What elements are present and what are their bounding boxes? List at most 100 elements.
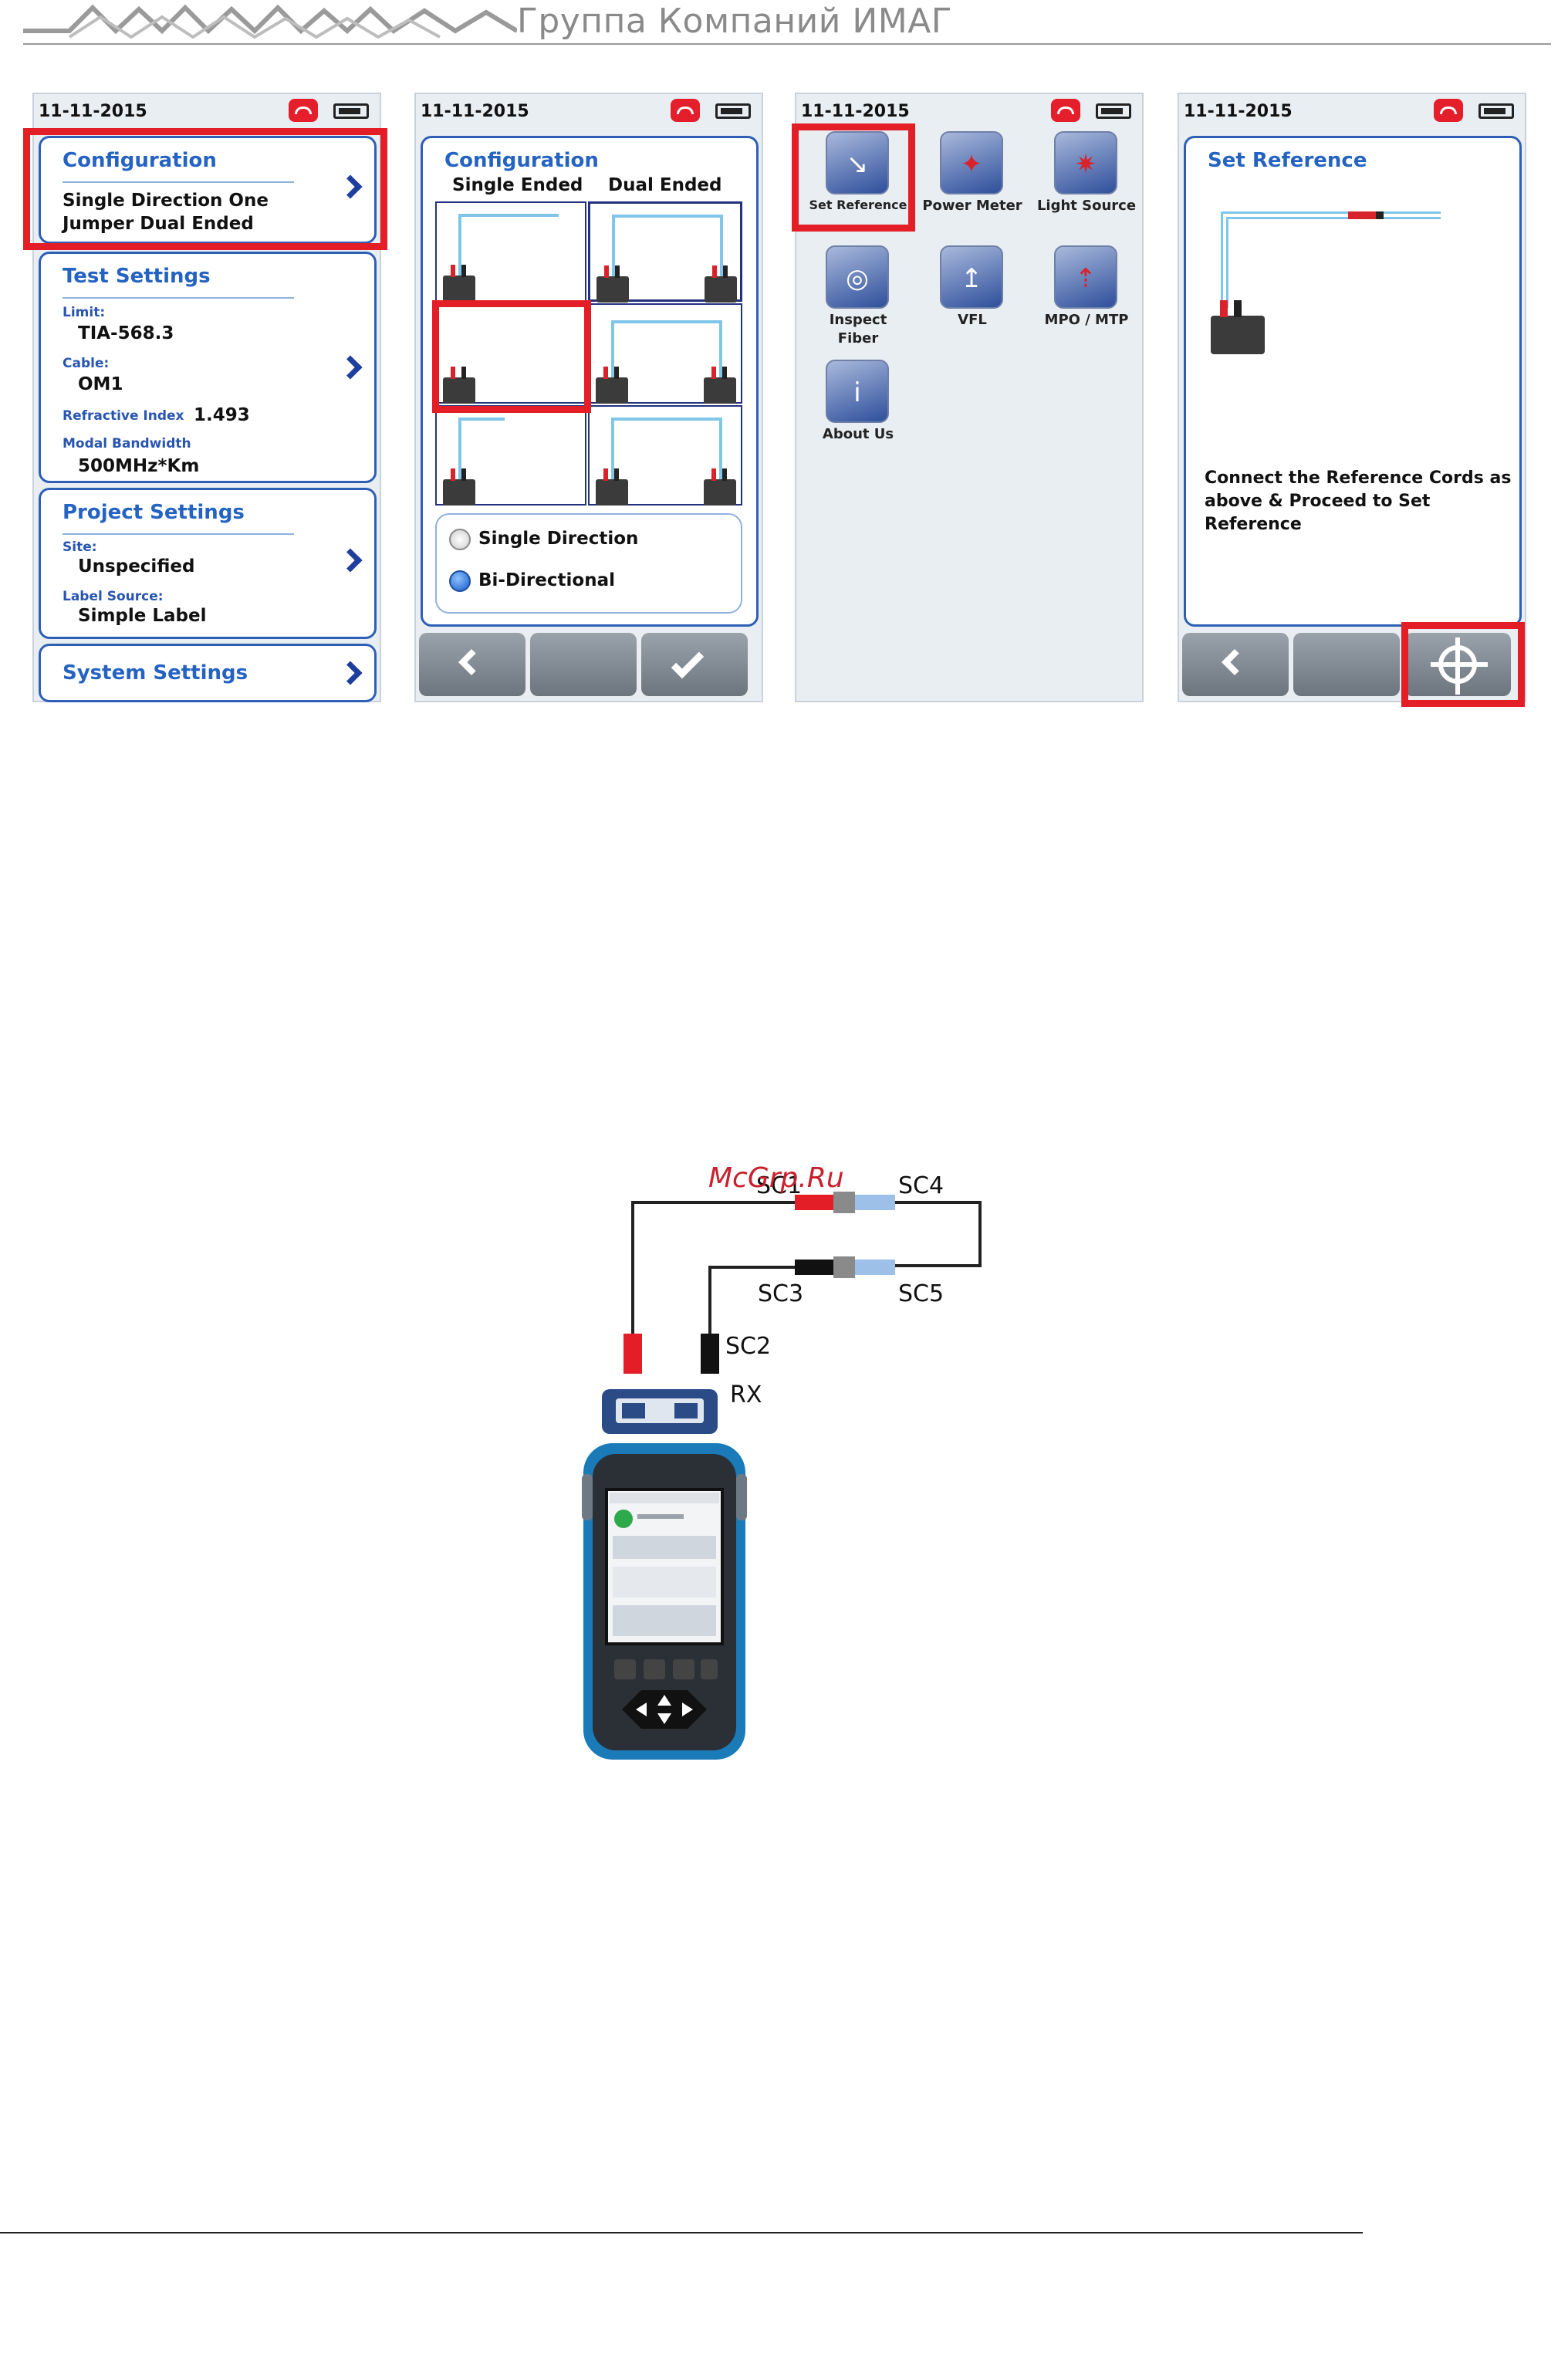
light-source-label: Light Source: [1036, 198, 1137, 214]
status-bar: 11-11-2015: [34, 94, 380, 127]
chevron-right-icon: [338, 355, 363, 380]
configuration-card[interactable]: Configuration Single Direction One Jumpe…: [39, 136, 377, 244]
highlight-box: [23, 128, 387, 250]
tile-set-reference[interactable]: ↘ Set Reference: [809, 131, 907, 224]
modal-bandwidth-label: Modal Bandwidth: [63, 436, 191, 451]
tile-mpo-mtp[interactable]: ⇡ MPO / MTP: [1040, 245, 1133, 338]
tile-light-source[interactable]: ✷ Light Source: [1037, 131, 1136, 224]
tester-icon: [596, 468, 628, 506]
project-settings-title: Project Settings: [63, 501, 245, 524]
system-settings-card[interactable]: System Settings: [39, 644, 377, 702]
cable-value: OM1: [78, 374, 123, 394]
bi-directional-label: Bi-Directional: [478, 570, 615, 590]
button-bar: [1179, 627, 1525, 701]
status-date: 11-11-2015: [39, 102, 147, 121]
back-button[interactable]: [1182, 633, 1289, 696]
divider: [63, 297, 294, 299]
chevron-right-icon: [338, 548, 363, 573]
divider: [63, 181, 294, 183]
config-option[interactable]: [588, 303, 742, 404]
mpo-mtp-icon: ⇡: [1054, 245, 1117, 309]
direction-radio-group: Single Direction Bi-Directional: [435, 513, 742, 614]
blank-button[interactable]: [530, 633, 637, 696]
set-reference-panel: Set Reference Connect the Reference Cord…: [1184, 136, 1522, 627]
tester-icon: [596, 367, 628, 404]
sc2-label: SC2: [725, 1333, 772, 1360]
test-settings-card[interactable]: Test Settings Limit: TIA-568.3 Cable: OM…: [39, 252, 377, 483]
crosshair-icon: [1431, 637, 1488, 695]
site-value: Unspecified: [78, 556, 195, 577]
status-bar: 11-11-2015: [416, 94, 762, 127]
highlight-box: [792, 123, 915, 232]
refractive-index-value: 1.493: [194, 405, 250, 425]
phone-icon: [289, 99, 318, 122]
single-direction-radio[interactable]: [449, 529, 471, 550]
tile-vfl[interactable]: ↥ VFL: [926, 245, 1019, 338]
label-source-label: Label Source:: [63, 589, 164, 604]
highlight-box: [1401, 622, 1525, 707]
button-bar: [416, 627, 762, 701]
screen-set-reference: 11-11-2015 Set Reference Connect the Ref…: [1178, 93, 1526, 707]
instruction-line-1: Connect the Reference Cords as: [1205, 468, 1512, 488]
tile-about-us[interactable]: i About Us: [812, 360, 904, 452]
sc1-connector: [795, 1195, 833, 1210]
inspect-fiber-icon: ◎: [826, 245, 889, 309]
screen-home: 11-11-2015 Configuration Single Directio…: [23, 93, 387, 702]
vfl-label: VFL: [958, 312, 987, 328]
mpo-mtp-label: MPO / MTP: [1044, 312, 1129, 328]
tester-icon: [443, 265, 475, 302]
back-button[interactable]: [419, 633, 525, 696]
company-logo: [23, 4, 517, 39]
battery-icon: [715, 103, 751, 119]
refractive-index-label: Refractive Index: [63, 408, 184, 424]
tester-icon: [443, 468, 475, 506]
modal-bandwidth-value: 500MHz*Km: [78, 456, 200, 476]
watermark: McGrp.Ru: [708, 1162, 844, 1194]
about-us-icon: i: [826, 360, 889, 423]
config-option[interactable]: [588, 201, 742, 303]
tester-device: [582, 1443, 747, 1760]
sc1-label: SC1: [756, 1172, 803, 1199]
config-option[interactable]: [435, 405, 586, 506]
status-date: 11-11-2015: [801, 102, 910, 121]
battery-icon: [1478, 103, 1514, 119]
divider: [63, 533, 294, 535]
screen-configuration: 11-11-2015 Configuration Single Ended Du…: [414, 93, 763, 702]
test-settings-title: Test Settings: [63, 265, 211, 288]
config-option[interactable]: [435, 201, 586, 302]
sc5-connector: [855, 1260, 895, 1275]
set-reference-button[interactable]: [1404, 633, 1511, 696]
configuration-line-2: Jumper Dual Ended: [63, 214, 254, 234]
single-direction-label: Single Direction: [478, 529, 639, 549]
tile-inspect-fiber[interactable]: ◎ Inspect Fiber: [812, 245, 904, 361]
project-settings-card[interactable]: Project Settings Site: Unspecified Label…: [39, 488, 377, 639]
dual-ended-header: Dual Ended: [608, 175, 722, 195]
connection-diagram: [602, 1192, 982, 1434]
rx-label: RX: [730, 1381, 762, 1408]
config-option[interactable]: [588, 405, 742, 506]
sc3-connector: [795, 1260, 833, 1275]
header-divider: [23, 43, 1551, 45]
tester-icon: [596, 265, 629, 303]
phone-icon: [1051, 99, 1080, 122]
system-settings-title: System Settings: [63, 661, 248, 685]
limit-label: Limit:: [63, 305, 106, 320]
label-source-value: Simple Label: [78, 606, 207, 626]
phone-icon: [1434, 99, 1463, 122]
tile-power-meter[interactable]: ✦ Power Meter: [922, 131, 1022, 224]
configuration-title: Configuration: [444, 149, 599, 172]
about-us-label: About Us: [822, 426, 894, 442]
confirm-button[interactable]: [641, 633, 748, 696]
bi-directional-radio[interactable]: [449, 570, 471, 592]
config-option[interactable]: [435, 303, 586, 404]
chevron-right-icon: [338, 661, 363, 685]
inspect-fiber-label-2: Fiber: [837, 330, 879, 347]
sc3-label: SC3: [758, 1280, 804, 1307]
battery-icon: [333, 103, 369, 119]
phone-icon: [671, 99, 700, 122]
configuration-line-1: Single Direction One: [63, 191, 269, 211]
single-ended-header: Single Ended: [452, 175, 583, 195]
set-reference-title: Set Reference: [1208, 149, 1367, 172]
set-reference-label: Set Reference: [809, 198, 907, 212]
blank-button[interactable]: [1293, 633, 1400, 696]
